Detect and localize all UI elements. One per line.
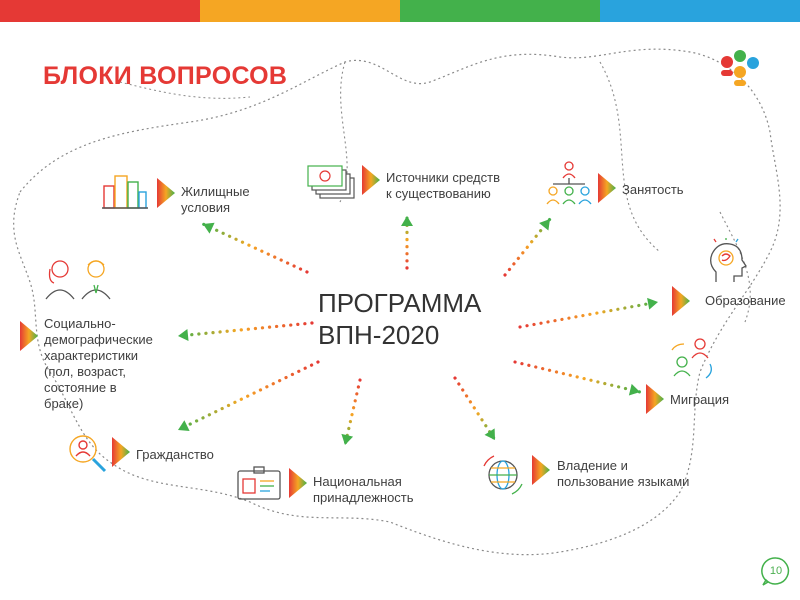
arrow-to-demography xyxy=(176,321,314,338)
people-move-icon xyxy=(671,338,712,379)
arrowhead-demography xyxy=(178,329,189,342)
arrow-to-migration xyxy=(513,360,642,394)
arrowhead-income xyxy=(401,216,413,226)
page-title: БЛОКИ ВОПРОСОВ xyxy=(43,62,288,90)
program-title-line1: ПРОГРАММА xyxy=(318,288,482,318)
arrowhead-housing xyxy=(203,222,215,234)
globe-icon xyxy=(483,455,523,495)
arrowhead-migration xyxy=(628,383,640,396)
demography-bullet-icon xyxy=(20,321,38,351)
arrowhead-languages xyxy=(484,428,495,440)
page-number: 10 xyxy=(769,565,783,577)
arrowhead-employment xyxy=(539,219,550,231)
citizenship-bullet-icon xyxy=(112,437,130,467)
top-color-bar xyxy=(0,0,800,22)
employment-bullet-icon xyxy=(598,173,616,203)
arrowhead-nationality xyxy=(341,433,354,445)
migration-bullet-icon xyxy=(646,384,664,414)
buildings-icon xyxy=(102,175,148,209)
nationality-bullet-icon xyxy=(289,468,307,498)
languages-bullet-icon xyxy=(532,455,550,485)
program-title-line2: ВПН-2020 xyxy=(318,320,440,350)
block-nationality-label: Национальная принадлежность xyxy=(313,474,414,505)
couple-icon xyxy=(45,260,111,300)
block-income-label: Источники средств к существованию xyxy=(386,170,500,201)
arrowhead-education xyxy=(647,297,658,310)
housing-bullet-icon xyxy=(157,178,175,208)
arrow-to-nationality xyxy=(343,378,362,447)
bar-blue xyxy=(600,0,800,22)
education-bullet-icon xyxy=(672,286,690,316)
bar-orange xyxy=(200,0,400,22)
block-employment-label: Занятость xyxy=(622,182,684,197)
block-citizenship-label: Гражданство xyxy=(136,447,214,462)
magnifier-person-icon xyxy=(69,435,107,473)
brain-head-icon xyxy=(710,238,747,282)
block-migration-label: Миграция xyxy=(670,392,730,407)
arrow-to-employment xyxy=(503,217,552,277)
arrows-layer xyxy=(176,214,660,447)
program-title: ПРОГРАММА ВПН-2020 xyxy=(318,287,498,351)
block-housing-label: Жилищные условия xyxy=(181,184,250,215)
income-bullet-icon xyxy=(362,165,380,195)
block-education-label: Образование xyxy=(705,293,786,308)
page-number-bubble-icon xyxy=(761,557,790,586)
id-card-icon xyxy=(237,466,281,500)
bar-red xyxy=(0,0,200,22)
logo-icon xyxy=(721,50,759,86)
arrowhead-citizenship xyxy=(178,420,190,432)
arrow-to-housing xyxy=(201,222,309,274)
org-chart-icon xyxy=(546,161,592,205)
block-demography-label: Социально- демографические характеристик… xyxy=(44,316,153,411)
arrow-to-citizenship xyxy=(176,360,320,432)
block-languages-label: Владение и пользование языками xyxy=(557,458,690,489)
bar-green xyxy=(400,0,600,22)
arrow-to-languages xyxy=(453,376,497,442)
money-icon xyxy=(307,165,355,199)
arrow-to-education xyxy=(518,300,660,329)
